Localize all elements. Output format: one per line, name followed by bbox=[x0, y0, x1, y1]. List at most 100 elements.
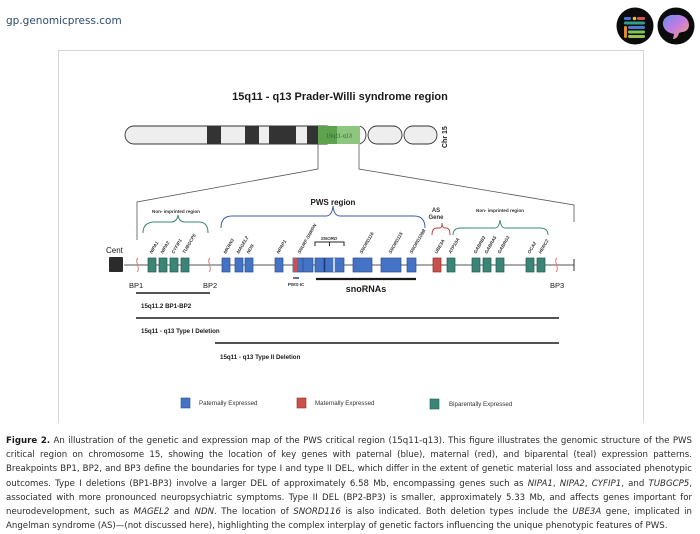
caption-gene-name: TUBGCP5 bbox=[648, 478, 690, 489]
bracket-pws-region bbox=[220, 205, 426, 229]
zoom-connector-lines bbox=[136, 144, 575, 240]
gene-box bbox=[536, 257, 546, 273]
gene-box bbox=[495, 257, 505, 273]
label-as-gene-2: Gene bbox=[428, 215, 444, 221]
figure-title: 15q11 - q13 Prader-Willi syndrome region bbox=[232, 91, 448, 103]
journal-index-logo-icon bbox=[616, 7, 654, 45]
caption-gene-name: MAGEL2 bbox=[133, 507, 170, 518]
chromosome-label: Chr 15 bbox=[442, 126, 449, 148]
chromosome-band bbox=[307, 126, 318, 144]
gene-box bbox=[432, 257, 442, 273]
gene-box bbox=[274, 257, 284, 273]
gene-label: MKRN3 bbox=[223, 237, 236, 254]
gene-label: HERC2 bbox=[538, 238, 550, 254]
legend-label-maternal: Maternally Expressed bbox=[315, 400, 375, 407]
gene-label: NPAP1 bbox=[276, 239, 288, 255]
caption-text: , associated with more pronounced neurop… bbox=[6, 478, 692, 518]
bracket-non-imprinted-right bbox=[452, 219, 549, 236]
chromosome-highlight-label: 15q11-q13 bbox=[326, 134, 352, 140]
gene-label: SNURF-SNRPN bbox=[297, 222, 318, 254]
gene-nipa2: NIPA2 bbox=[158, 240, 171, 273]
label-centromere: Cent bbox=[106, 246, 124, 255]
caption-text: is also indicated. Both deletion types i… bbox=[340, 507, 573, 518]
caption-text: gene, implicated in Angelman syndrome (A… bbox=[6, 507, 692, 532]
gene-box bbox=[525, 257, 535, 273]
caption-text: . The location of bbox=[214, 507, 294, 518]
caption-gene-name: SNORD116 bbox=[293, 507, 341, 518]
caption-body: An illustration of the genetic and expre… bbox=[6, 436, 692, 531]
chromosome-band bbox=[269, 126, 296, 144]
label-snornas: snoRNAs bbox=[346, 284, 387, 294]
gene-box bbox=[406, 257, 417, 273]
bracket-non-imprinted-left bbox=[142, 214, 209, 234]
legend: Paternally Expressed Maternally Expresse… bbox=[180, 397, 513, 410]
caption-text: , bbox=[584, 478, 592, 489]
label-non-imprinted-left: Non- imprinted region bbox=[152, 209, 200, 214]
bracket-as-gene bbox=[431, 222, 451, 236]
figure-caption: Figure 2. An illustration of the genetic… bbox=[6, 434, 692, 533]
legend-label-paternal: Paternally Expressed bbox=[199, 400, 258, 407]
region-brackets bbox=[142, 205, 549, 246]
caption-gene-name: CYFIP1 bbox=[591, 478, 622, 489]
gene-label: OCA2 bbox=[527, 241, 538, 255]
gene-label: SNORD116 bbox=[359, 231, 376, 255]
deletion-label-type-1: 15q11 - q13 Type I Deletion bbox=[141, 328, 220, 335]
gene-npap1: NPAP1 bbox=[274, 239, 288, 273]
gene-label: NDN bbox=[246, 243, 256, 255]
legend-swatch-paternal bbox=[180, 397, 191, 409]
chromosome-highlight-light bbox=[337, 126, 360, 144]
caption-label: Figure 2. bbox=[6, 436, 51, 446]
gene-label: NIPA2 bbox=[160, 240, 171, 254]
gene-box bbox=[471, 257, 481, 273]
gene-herc2: HERC2 bbox=[536, 238, 550, 273]
gene-box bbox=[234, 257, 244, 273]
gene-label: SNORD109B bbox=[409, 228, 427, 255]
gene-box bbox=[244, 257, 254, 273]
journal-logos bbox=[616, 6, 696, 46]
chromosome-band bbox=[245, 126, 259, 144]
caption-gene-name: NIPA1 bbox=[527, 478, 553, 489]
gene-gabra5: GABRA5 bbox=[482, 235, 498, 273]
label-bp3: BP3 bbox=[550, 281, 564, 290]
gene-gabrg3: GABRG3 bbox=[495, 235, 511, 273]
legend-swatch-biparental bbox=[429, 398, 440, 410]
label-pws-region: PWS region bbox=[311, 198, 356, 207]
gene-box bbox=[158, 257, 168, 273]
gene-label: ATP10A bbox=[447, 237, 460, 255]
gene-nipa1: NIPA1 bbox=[147, 240, 160, 273]
gene-label: SNORD115 bbox=[388, 231, 405, 255]
gene-box bbox=[352, 257, 373, 273]
gene-box bbox=[180, 257, 190, 273]
caption-text: , and bbox=[621, 478, 649, 489]
caption-gene-name: UBE3A bbox=[572, 507, 602, 518]
brain-logo-icon bbox=[657, 7, 695, 45]
figure-frame bbox=[58, 50, 644, 423]
gene-label: NIPA1 bbox=[149, 240, 160, 254]
gene-box bbox=[446, 257, 456, 273]
chromosome-segment bbox=[403, 125, 438, 145]
chromosome-arm-left bbox=[124, 125, 336, 145]
gene-box bbox=[147, 257, 157, 273]
site-url-link[interactable]: gp.genomicpress.com bbox=[6, 15, 122, 27]
gene-oca2: OCA2 bbox=[525, 241, 538, 273]
chromosome-band bbox=[207, 126, 221, 144]
deletion-label-type-2: 15q11 - q13 Type II Deletion bbox=[220, 354, 301, 361]
label-pws-ic: PWS-IC bbox=[288, 282, 305, 287]
gene-tubgcp5: TUBGCP5 bbox=[180, 233, 198, 273]
label-as-gene-1: AS bbox=[432, 208, 440, 214]
gene-box bbox=[221, 257, 231, 273]
caption-text: , bbox=[552, 478, 560, 489]
chromosome-segment bbox=[367, 125, 403, 145]
pws-region-diagram: 15q11 - q13 Prader-Willi syndrome region… bbox=[106, 91, 575, 410]
legend-swatch-maternal bbox=[296, 397, 307, 409]
gene-box bbox=[169, 257, 179, 273]
caption-gene-name: NIPA2 bbox=[559, 478, 585, 489]
caption-text: An illustration of the genetic and expre… bbox=[6, 436, 692, 489]
deletion-label-bp1-bp2: 15q11.2 BP1-BP2 bbox=[141, 303, 192, 310]
gene-box bbox=[314, 257, 345, 273]
gene-label: TUBGCP5 bbox=[182, 233, 198, 255]
gene-box bbox=[482, 257, 492, 273]
breakpoint-bp2-icon bbox=[208, 257, 211, 273]
gene-ube3a: UBE3A bbox=[432, 239, 446, 273]
label-bp1: BP1 bbox=[129, 281, 143, 290]
